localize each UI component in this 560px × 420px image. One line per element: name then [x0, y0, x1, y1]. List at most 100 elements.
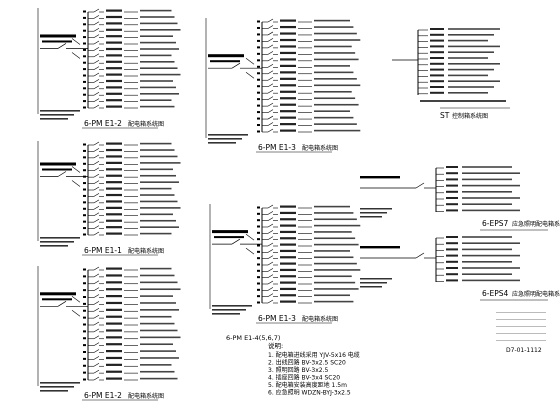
breaker-code	[106, 9, 122, 12]
breaker-code	[280, 58, 296, 61]
notes-line: 1. 配电箱进线采用 YJV-5x16 电缆	[268, 351, 360, 359]
circuit-no	[257, 117, 260, 120]
circuit-spec	[140, 48, 179, 50]
feeder-tag	[360, 176, 400, 179]
circuit-no	[83, 214, 86, 217]
circuit-no	[257, 104, 260, 107]
circuit-spec	[462, 166, 512, 168]
panel-spec	[212, 313, 240, 315]
faint-line	[496, 312, 546, 313]
circuit-spec	[140, 181, 179, 183]
circuit-no	[83, 344, 86, 347]
breaker-code	[106, 161, 122, 164]
breaker-code	[280, 51, 296, 55]
breaker-code	[446, 242, 458, 245]
panel-title: 配电箱系统图	[302, 144, 338, 152]
circuit-spec	[314, 231, 352, 233]
breaker-code	[106, 99, 122, 102]
circuit-spec	[462, 197, 520, 199]
breaker-code	[446, 203, 458, 206]
circuit-no	[83, 227, 86, 230]
breaker-code	[280, 281, 296, 284]
circuit-no	[83, 175, 86, 178]
breaker-code	[106, 322, 122, 325]
breaker-code	[106, 295, 122, 298]
panel-spec	[212, 305, 252, 307]
notes-header: 说明:	[268, 341, 283, 350]
breaker-code	[280, 205, 296, 208]
circuit-no	[83, 143, 86, 146]
circuit-spec	[462, 209, 520, 212]
circuit-spec	[314, 129, 361, 132]
breaker-code	[430, 86, 444, 88]
breaker-code	[280, 294, 296, 297]
circuit-no	[257, 98, 260, 101]
circuit-no	[83, 188, 86, 191]
circuit-spec	[314, 218, 357, 221]
panel-title: 应急照明配电箱系统图	[512, 290, 560, 298]
circuit-spec	[462, 236, 512, 238]
circuit-no	[83, 106, 86, 109]
circuit-spec	[314, 71, 354, 74]
breaker-code	[106, 213, 122, 216]
circuit-no	[83, 80, 86, 83]
feeder-tag	[208, 54, 244, 58]
breaker-code	[106, 35, 122, 38]
circuit-spec	[462, 184, 520, 187]
circuit-spec	[448, 28, 500, 30]
breaker-code	[280, 287, 296, 291]
circuit-spec	[140, 105, 175, 108]
circuit-spec	[140, 99, 172, 101]
circuit-spec	[314, 300, 354, 303]
circuit-spec	[140, 54, 172, 57]
breaker-code	[280, 268, 296, 272]
circuit-no	[83, 289, 86, 292]
circuit-spec	[140, 322, 175, 325]
feeder-tag	[42, 40, 72, 43]
circuit-spec	[140, 67, 178, 69]
feeder-tag	[42, 298, 72, 301]
circuit-spec	[140, 343, 173, 346]
circuit-spec	[314, 58, 359, 61]
circuit-spec	[140, 357, 179, 359]
circuit-spec	[314, 250, 350, 252]
circuit-no	[83, 169, 86, 172]
circuit-spec	[314, 19, 350, 22]
feeder-tag	[212, 230, 248, 234]
circuit-no	[83, 74, 86, 77]
circuit-no	[257, 130, 260, 133]
drawing-number-group: D7-01-1112	[496, 312, 546, 354]
eps-panel: 6-EPS4应急照明配电箱系统图	[360, 236, 560, 301]
circuit-spec	[448, 74, 488, 77]
circuit-no	[83, 378, 86, 381]
circuit-no	[83, 162, 86, 165]
breaker-code	[106, 41, 122, 44]
breaker-code	[446, 197, 458, 199]
circuit-spec	[140, 41, 176, 44]
circuit-spec	[462, 191, 512, 193]
circuit-no	[83, 100, 86, 103]
breaker-code	[106, 308, 122, 311]
breaker-code	[280, 123, 296, 126]
circuit-spec	[448, 57, 488, 59]
circuit-spec	[314, 262, 357, 265]
panel-spec	[40, 386, 74, 388]
panel-spec	[360, 278, 392, 280]
breaker-code	[106, 181, 122, 184]
circuit-no	[257, 257, 260, 260]
circuit-no	[83, 364, 86, 367]
circuit-spec	[314, 78, 357, 80]
circuit-spec	[314, 26, 354, 28]
circuit-spec	[140, 350, 176, 352]
circuit-spec	[462, 261, 512, 263]
breaker-code	[430, 51, 444, 54]
circuit-spec	[314, 269, 361, 271]
breaker-code	[106, 142, 122, 145]
breaker-code	[446, 260, 458, 263]
breaker-code	[106, 54, 122, 57]
breaker-code	[446, 248, 458, 251]
circuit-no	[257, 78, 260, 81]
breaker-code	[106, 370, 122, 373]
